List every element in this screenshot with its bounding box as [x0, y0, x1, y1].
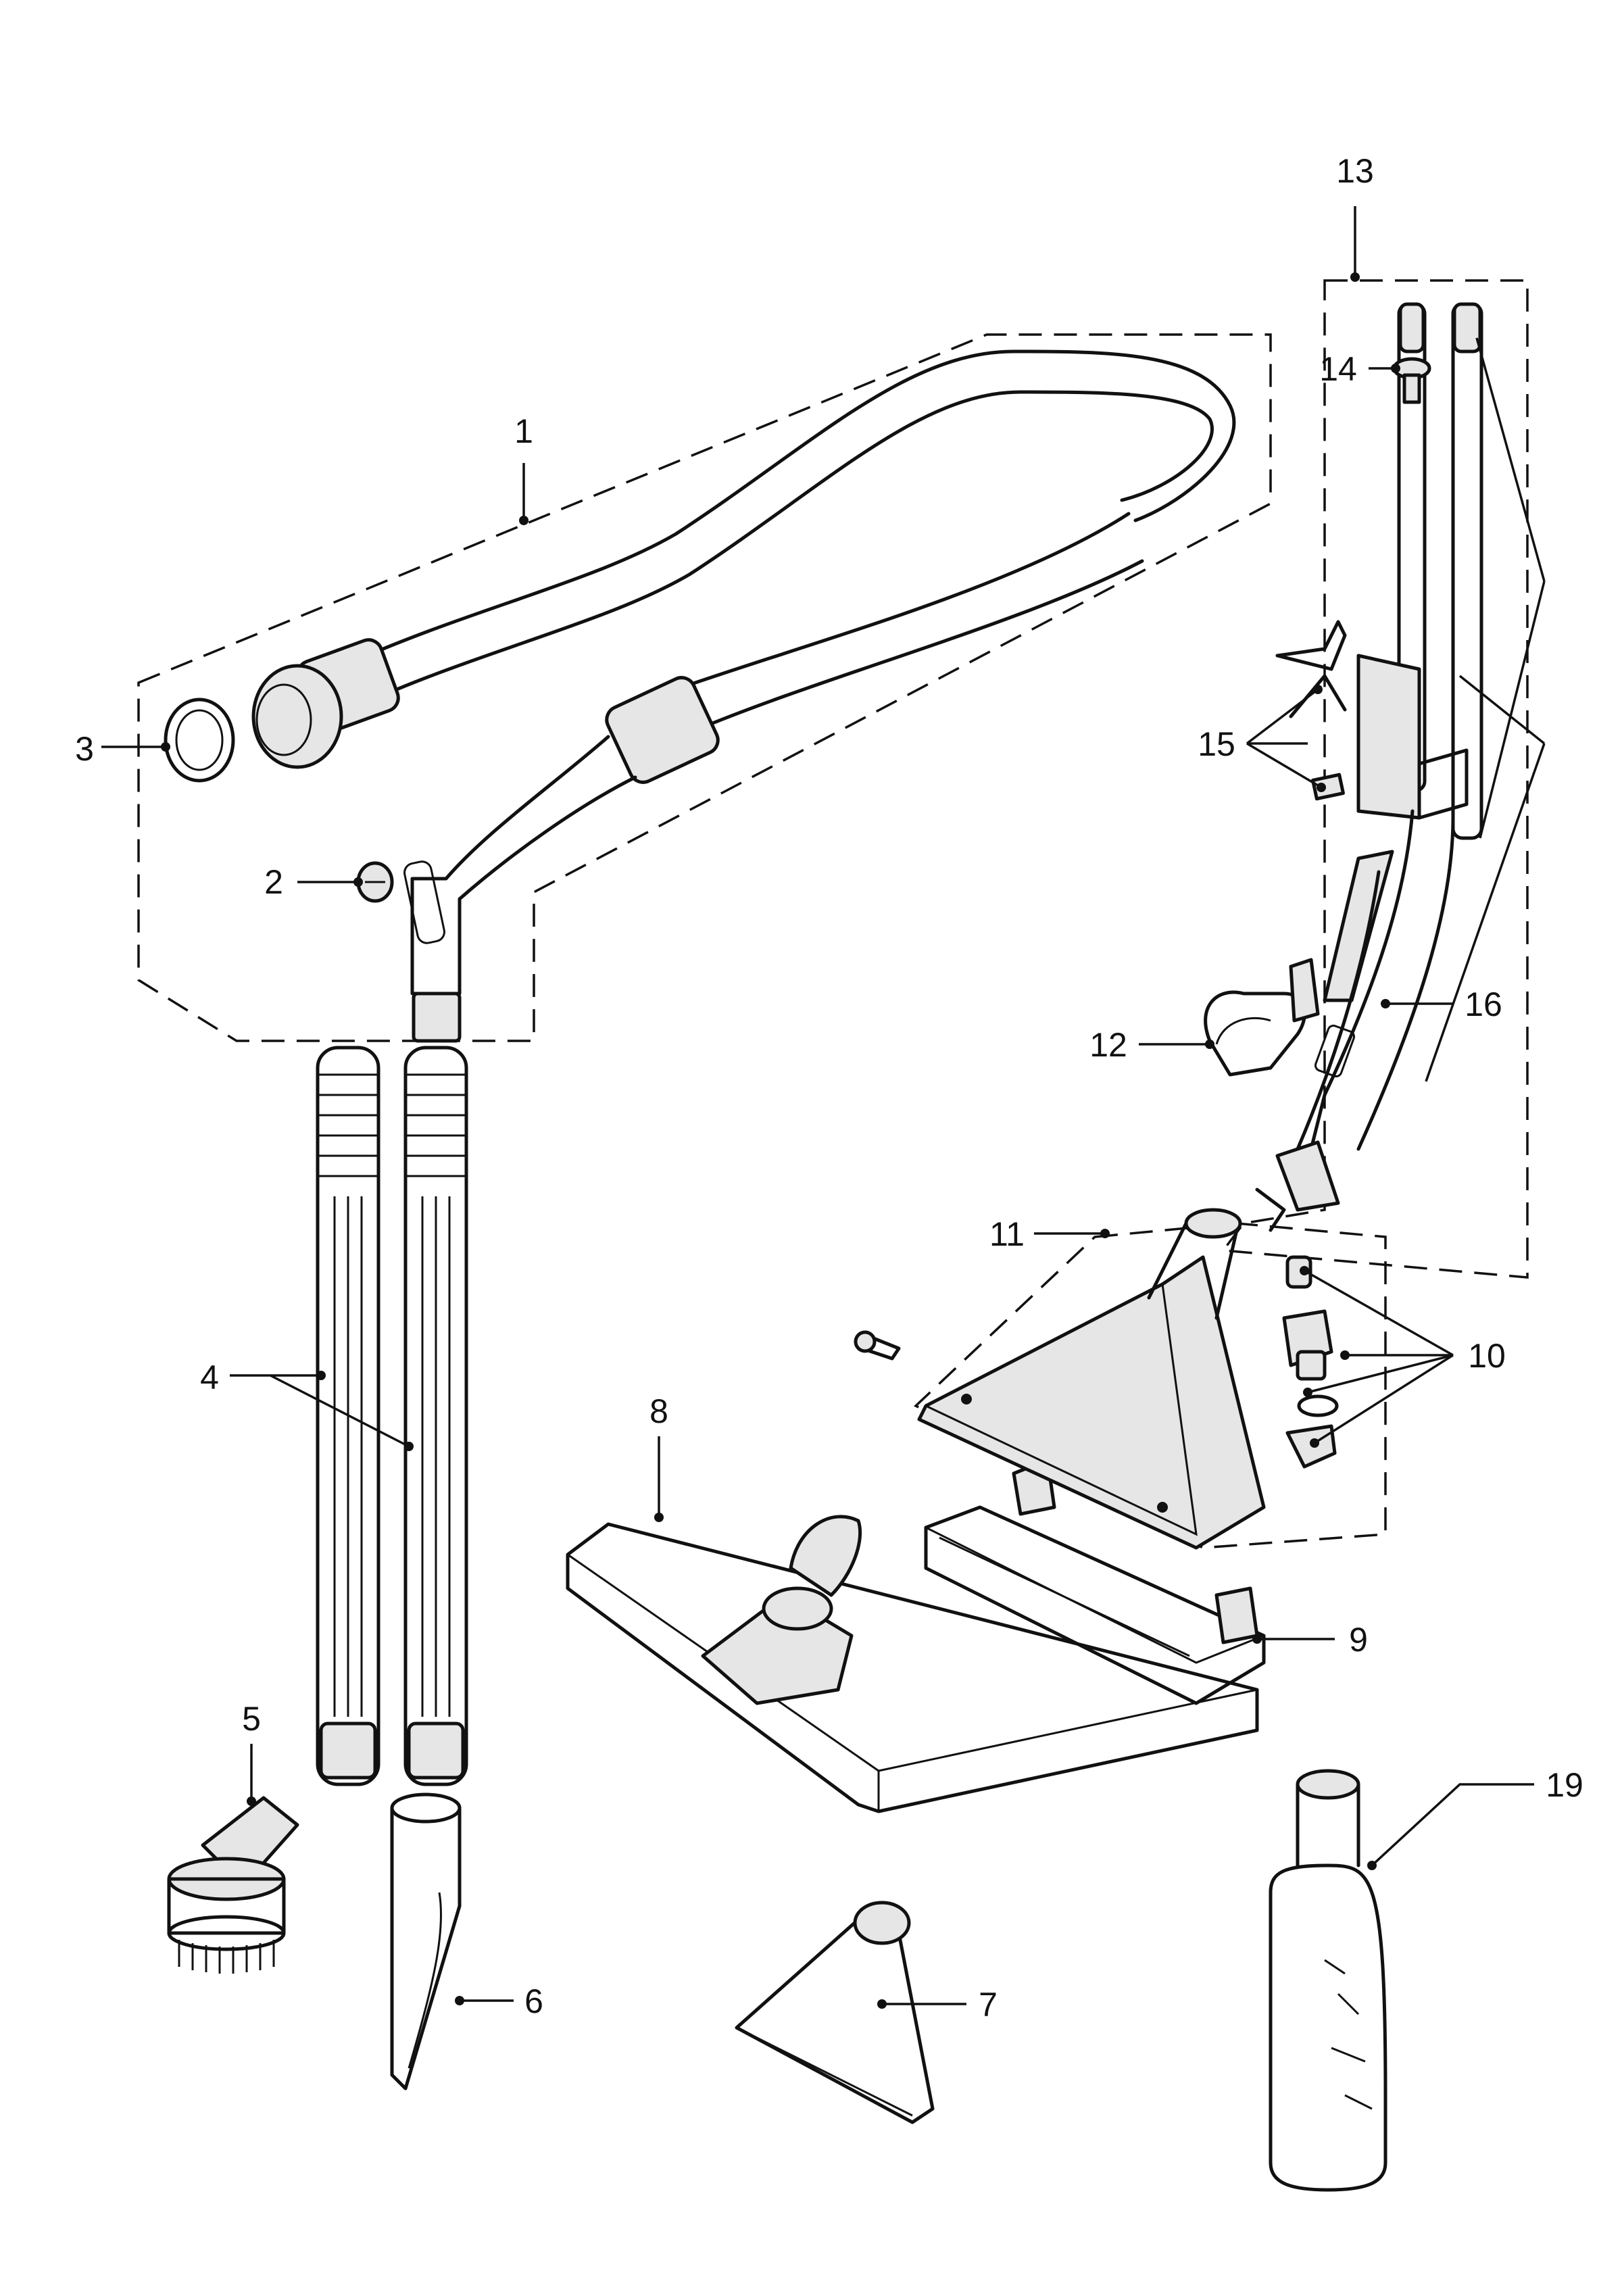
- solution-bottle: [1269, 1769, 1387, 2192]
- valve-fittings: [1282, 1255, 1339, 1469]
- group-boundary-hose: [137, 333, 1272, 1042]
- callout-12: 12: [1089, 1026, 1127, 1064]
- hose-handle-tip: [412, 992, 462, 1043]
- hose-swivel-connector: [251, 664, 343, 769]
- group-boundary-wand: [1221, 279, 1529, 1279]
- triangular-nozzle: [917, 1208, 1266, 1550]
- leader-lines: [101, 206, 1546, 2009]
- callout-5: 5: [242, 1700, 261, 1738]
- callout-2: 2: [264, 863, 283, 901]
- upholstery-tool: [735, 1901, 935, 2124]
- floor-tool: [566, 1515, 1259, 1813]
- callout-15: 15: [1198, 725, 1235, 763]
- callout-19: 19: [1546, 1766, 1583, 1804]
- hose-assembly: [251, 349, 1236, 1043]
- callout-14: 14: [1319, 350, 1357, 388]
- nozzle-screw: [854, 1330, 901, 1361]
- callout-16: 16: [1465, 985, 1502, 1023]
- callout-7: 7: [979, 1986, 998, 2024]
- extension-wand-right: [403, 1046, 468, 1786]
- hose-clamp: [1204, 958, 1320, 1077]
- hose-handle-cuff: [605, 676, 720, 784]
- callout-1: 1: [514, 412, 533, 450]
- callout-13: 13: [1336, 152, 1374, 190]
- extension-wand-left: [316, 1046, 380, 1786]
- callout-10: 10: [1468, 1337, 1506, 1375]
- small-valve: [1392, 357, 1431, 404]
- callout-4: 4: [200, 1359, 219, 1396]
- dusting-brush: [167, 1796, 299, 1974]
- crevice-tool: [390, 1792, 462, 2091]
- small-clip: [356, 861, 394, 903]
- callout-8: 8: [649, 1392, 668, 1430]
- callout-3: 3: [75, 730, 94, 768]
- gasket-ring: [164, 698, 235, 783]
- extension-wands: [316, 1046, 468, 1786]
- wand-assembly: [1255, 302, 1483, 1232]
- callout-11: 11: [989, 1215, 1025, 1253]
- callout-labels: 1 2 3 4 5 6 7 8 9 10 11 12 13 14 15 16 1…: [75, 152, 1583, 2024]
- callout-9: 9: [1349, 1621, 1368, 1659]
- callout-6: 6: [524, 1982, 543, 2020]
